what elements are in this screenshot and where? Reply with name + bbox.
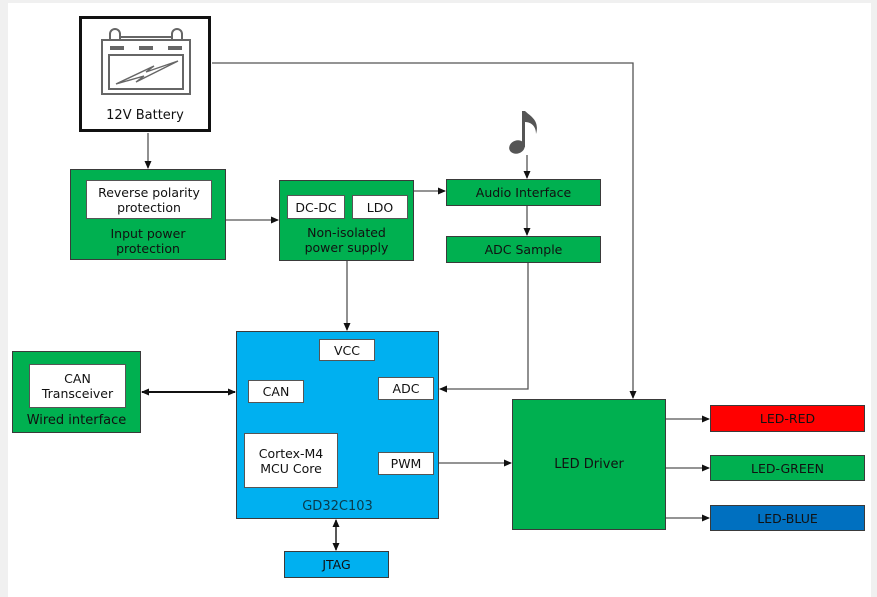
ldo-block: LDO [352, 195, 408, 219]
mcu-block: VCC CAN ADC Cortex-M4 MCU Core PWM GD32C… [236, 331, 439, 519]
music-note-icon [506, 108, 546, 156]
wired-interface-label: Wired interface [26, 413, 127, 428]
adc-sample-block: ADC Sample [446, 236, 601, 263]
power-supply-block: DC-DC LDO Non-isolated power supply [279, 180, 414, 261]
led-driver-block: LED Driver [512, 399, 666, 530]
battery-block: 12V Battery [79, 16, 211, 132]
mcu-core-block: Cortex-M4 MCU Core [244, 433, 338, 488]
dcdc-block: DC-DC [287, 195, 345, 219]
led-blue-block: LED-BLUE [710, 505, 865, 531]
car-battery-icon [101, 28, 191, 95]
led-green-block: LED-GREEN [710, 455, 865, 481]
mcu-adc-pin: ADC [378, 377, 434, 400]
input-protection-label: Input power protection [110, 226, 186, 256]
reverse-polarity-block: Reverse polarity protection [86, 180, 212, 219]
input-protection-block: Reverse polarity protection Input power … [70, 169, 226, 260]
led-red-block: LED-RED [710, 405, 865, 432]
mcu-vcc-pin: VCC [319, 339, 375, 361]
mcu-can-pin: CAN [248, 380, 304, 403]
can-transceiver-block: CAN Transceiver [29, 364, 126, 408]
audio-interface-block: Audio Interface [446, 179, 601, 206]
battery-label: 12V Battery [106, 108, 184, 123]
power-supply-label: Non-isolated power supply [304, 225, 389, 255]
mcu-label: GD32C103 [302, 499, 373, 514]
mcu-pwm-pin: PWM [378, 452, 434, 475]
jtag-block: JTAG [284, 551, 389, 578]
wired-interface-block: CAN Transceiver Wired interface [12, 351, 141, 433]
